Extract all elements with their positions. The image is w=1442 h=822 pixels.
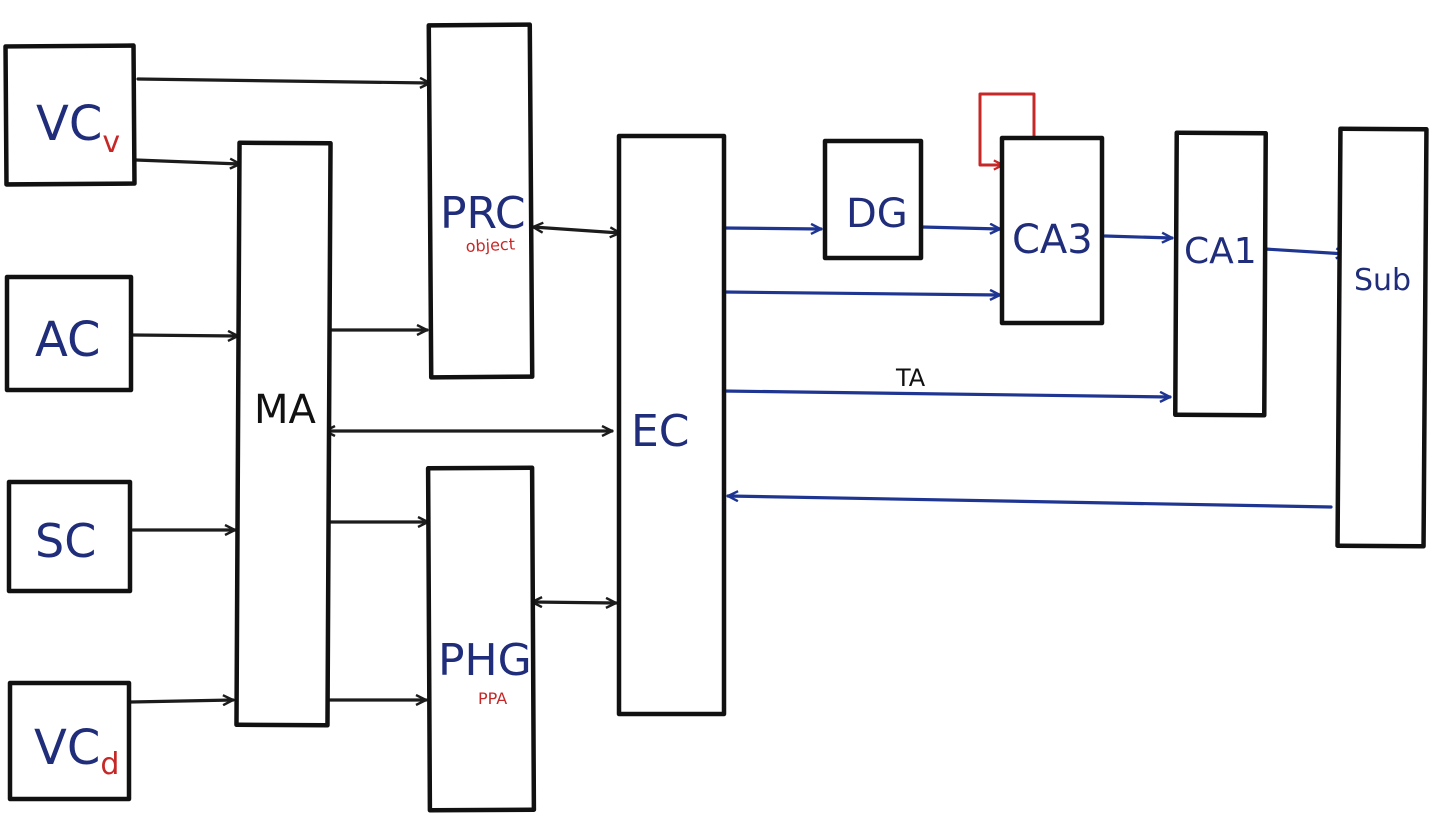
edge-sub-ec — [726, 496, 1333, 509]
node-vcd-box — [7, 680, 132, 802]
edge-ta-label: TA — [895, 364, 926, 392]
node-ca3-box — [999, 135, 1105, 326]
node-vcd-label: VCd — [34, 720, 119, 782]
node-prc-sub: object — [465, 234, 515, 256]
node-dg-label: DG — [846, 191, 908, 237]
node-phg-label: PHG — [438, 635, 532, 686]
node-vcv-label: VCv — [36, 96, 120, 160]
node-ac-box — [4, 274, 134, 393]
node-sc-box — [6, 479, 133, 594]
edge-ca3-recurrent-loop — [978, 92, 1036, 165]
node-sub-label: Sub — [1354, 263, 1411, 298]
node-ca1-box — [1173, 130, 1268, 418]
edge-ec-ca3 — [722, 292, 1002, 295]
node-vcd-sub: d — [100, 747, 119, 782]
edge-ec-ca1-ta — [720, 389, 1172, 397]
node-vcd-main: VC — [34, 720, 100, 776]
node-ca1-label: CA1 — [1184, 231, 1257, 272]
node-vcv-main: VC — [36, 96, 102, 152]
node-ac-label: AC — [35, 312, 101, 368]
edge-phg-ec — [530, 602, 618, 603]
edge-ca3-ca1 — [1103, 236, 1174, 238]
node-ma-box — [234, 140, 333, 728]
edge-dg-ca3 — [920, 227, 1002, 229]
node-sc-label: SC — [35, 514, 96, 568]
node-phg-box — [425, 465, 537, 813]
labels: VCv AC SC VCd MA PRC object PHG PPA EC D… — [34, 96, 1411, 782]
node-vcv-sub: v — [102, 125, 120, 160]
edge-ca1-sub — [1263, 249, 1348, 254]
node-ma-label: MA — [254, 387, 317, 433]
node-ec-box — [616, 133, 727, 717]
node-ec-label: EC — [631, 406, 690, 457]
node-phg-sub: PPA — [478, 689, 507, 708]
node-sub-box — [1335, 126, 1429, 549]
edge-vcd-ma — [129, 700, 235, 702]
node-prc-box — [426, 22, 535, 380]
edge-ec-dg — [722, 228, 823, 229]
node-prc-label: PRC — [440, 188, 526, 239]
node-ca3-label: CA3 — [1012, 217, 1093, 263]
edge-vcv-ma — [134, 160, 242, 164]
edge-prc-ec — [531, 227, 622, 233]
nodes — [3, 22, 1429, 813]
edges — [129, 79, 1348, 702]
edge-ac-ma — [131, 335, 240, 336]
node-vcv-box — [3, 43, 137, 187]
edge-vcv-prc — [136, 79, 432, 83]
node-dg-box — [822, 138, 924, 261]
